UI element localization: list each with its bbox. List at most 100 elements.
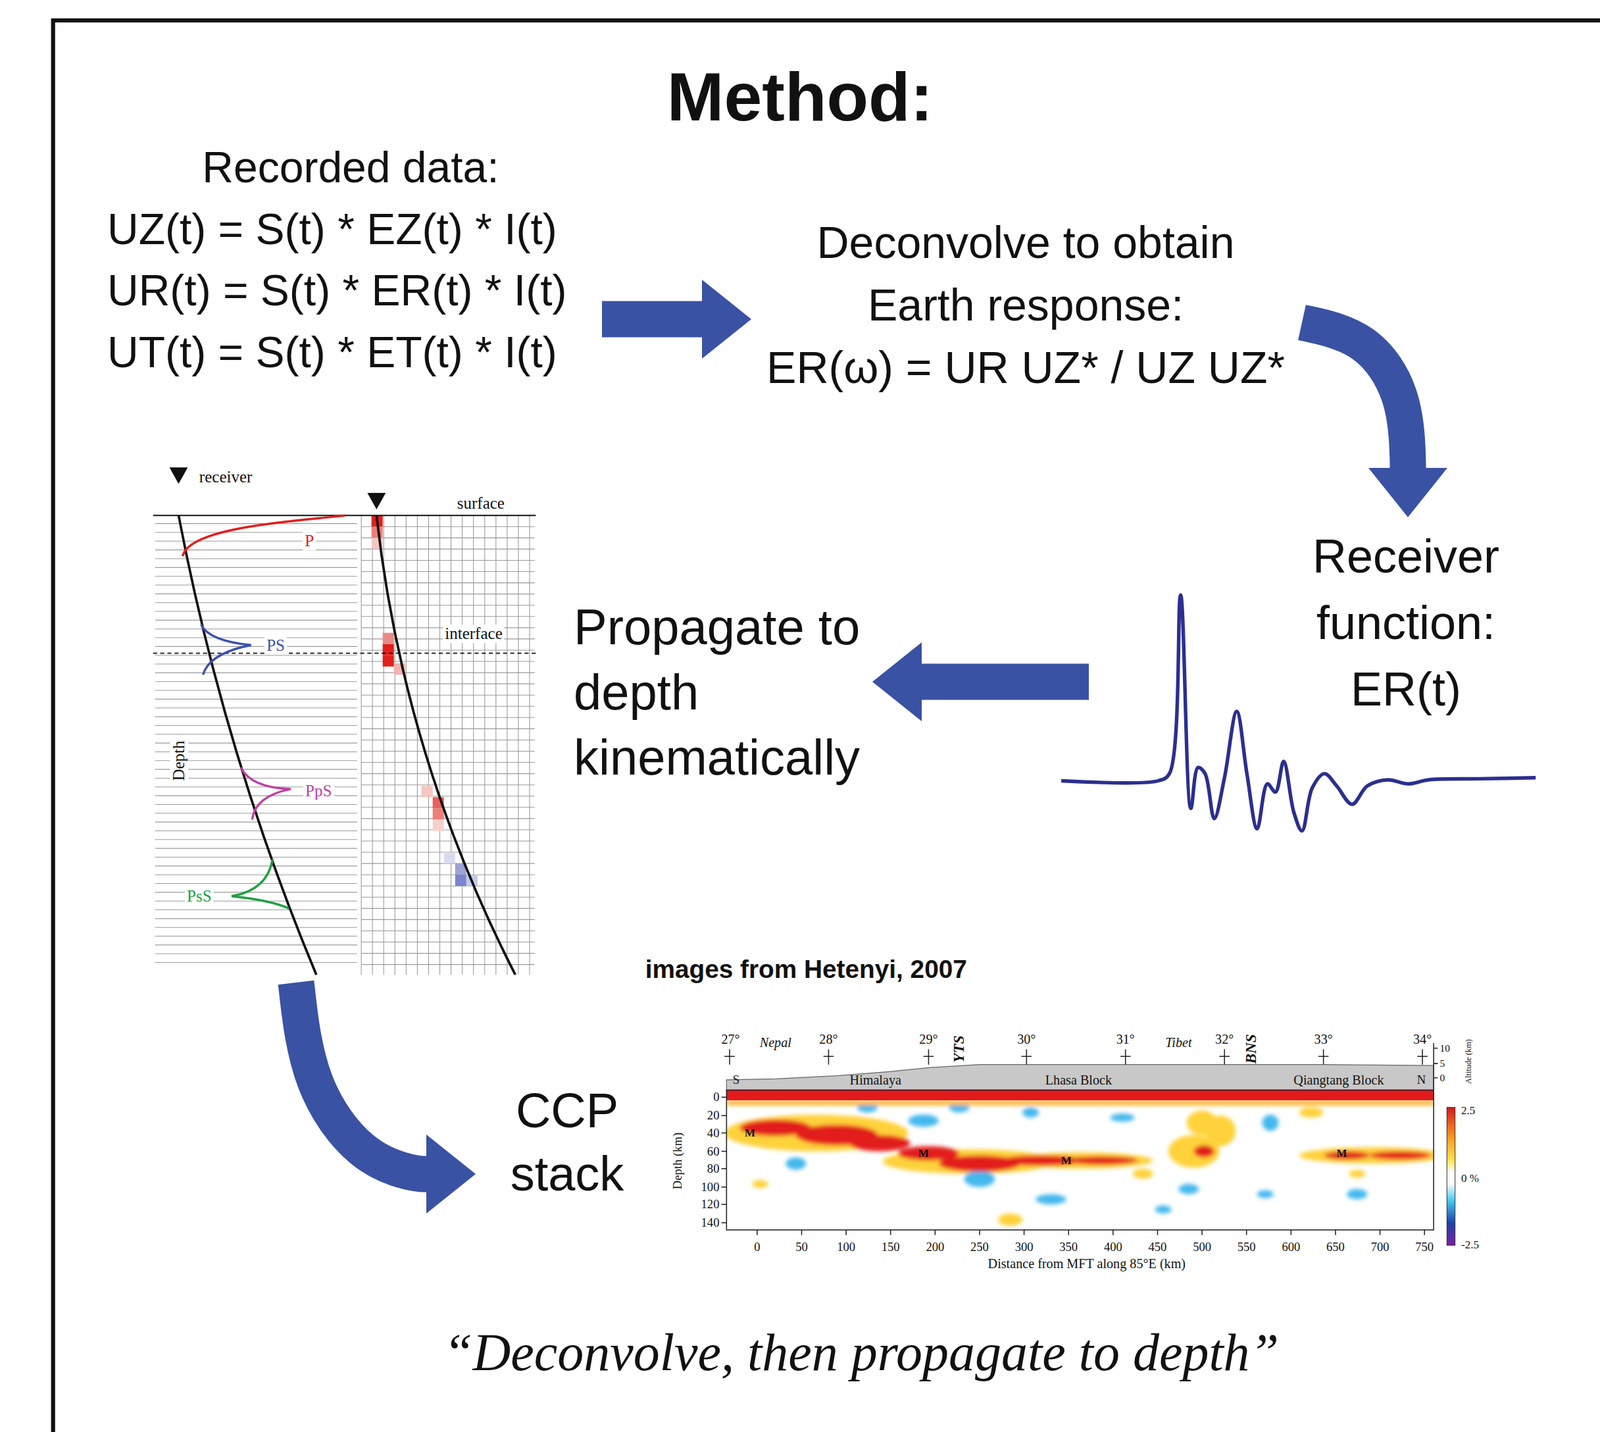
node-text: Depth [169, 738, 189, 783]
grid-line [361, 919, 535, 920]
plot-label: 400 [1103, 1240, 1123, 1254]
negative-blob [1035, 1194, 1067, 1205]
degree-cross [1318, 1048, 1329, 1064]
process-step: CCP stack [481, 1078, 653, 1206]
moho-blob [1066, 1155, 1139, 1164]
axis-tick [756, 1229, 758, 1235]
grid-line [461, 515, 463, 975]
wavelet [201, 624, 252, 675]
positive-blob [998, 1213, 1023, 1226]
grid-line [361, 896, 535, 898]
degree-cross [823, 1048, 835, 1064]
axis-tick [1067, 1229, 1070, 1235]
depth-grid-line [155, 961, 358, 963]
ccp-section [721, 1042, 1491, 1245]
plot-label: 2.5 [1461, 1103, 1475, 1117]
depth-grid-line [155, 830, 358, 831]
plot-label: 31° [1116, 1031, 1135, 1047]
depth-grid-line [155, 944, 358, 945]
wavelet [231, 859, 289, 908]
grid-line [361, 907, 535, 909]
plot-label: 550 [1237, 1240, 1256, 1254]
plot-label: 33° [1314, 1031, 1333, 1047]
near-surface-band [726, 1100, 1434, 1106]
plot-label: 750 [1415, 1240, 1434, 1254]
negative-blob [1155, 1205, 1172, 1214]
grid-line [361, 840, 535, 841]
depth-grid-line [155, 725, 358, 726]
grid-line [361, 930, 535, 931]
grid-line [428, 515, 429, 975]
depth-grid-line [155, 636, 358, 638]
migrated-cell [382, 632, 395, 645]
grid-line [361, 761, 535, 763]
plot-label: 100 [701, 1180, 720, 1194]
plot-label: 100 [836, 1240, 856, 1254]
node-text: PsS [184, 886, 214, 906]
axis-tick [1379, 1229, 1381, 1235]
degree-cross [1219, 1048, 1230, 1064]
depth-grid-line [155, 680, 358, 682]
grid-line [506, 515, 508, 975]
plot-label: -2.5 [1461, 1238, 1479, 1252]
grid-line [361, 952, 535, 954]
grid-line [361, 885, 535, 887]
depth-grid-line [155, 935, 358, 937]
ray-path [178, 515, 316, 975]
plot-label: 27° [721, 1031, 740, 1047]
plot-label: 450 [1148, 1240, 1168, 1254]
plot-label: 20 [707, 1108, 720, 1122]
plot-label: Depth (km) [671, 1131, 685, 1189]
degree-cross [923, 1048, 935, 1064]
node-text: Propagate to depth kinematically [573, 594, 867, 790]
depth-grid-line [155, 917, 358, 919]
plot-label: 500 [1192, 1240, 1212, 1254]
plot-label: 0 [1439, 1071, 1445, 1083]
degree-cross [1417, 1048, 1428, 1064]
axis-tick [721, 1167, 727, 1170]
depth-grid-line [155, 523, 358, 524]
plot-label: S [732, 1073, 740, 1087]
axis-tick [721, 1096, 727, 1099]
grid-line [361, 559, 535, 561]
plot-label: M [918, 1146, 929, 1160]
negative-blob [1257, 1189, 1274, 1198]
grid-line [495, 515, 497, 975]
plot-label: 120 [701, 1197, 720, 1211]
depth-grid-line [155, 690, 358, 691]
grid-line [473, 515, 474, 975]
depth-grid-line [155, 716, 358, 718]
flow-arrow [601, 301, 702, 338]
grid-line [361, 828, 535, 830]
negative-blob [1262, 1114, 1279, 1131]
negative-blob [907, 1114, 939, 1127]
degree-cross [1120, 1048, 1131, 1064]
negative-blob [1346, 1188, 1368, 1200]
depth-grid-line [155, 874, 358, 875]
plot-label: Nepal [759, 1034, 792, 1049]
plot-label: 80 [707, 1161, 720, 1175]
grid-line [394, 515, 396, 975]
plot-label: 300 [1015, 1240, 1034, 1254]
plot-label: 0 [713, 1090, 720, 1104]
plot-label: 0 % [1461, 1172, 1479, 1185]
node-text: UT(t) = S(t) * ET(t) * I(t) [107, 321, 595, 384]
axis-tick [721, 1132, 727, 1134]
depth-grid-line [155, 567, 358, 568]
plot-label: Himalaya [850, 1072, 902, 1087]
migrated-cell [421, 785, 433, 797]
plot-label: Tibet [1165, 1034, 1192, 1049]
grid-line [361, 773, 535, 774]
node-text: Deconvolve to obtain Earth response: [795, 211, 1256, 337]
grid-line [517, 515, 519, 975]
axis-tick [721, 1221, 727, 1224]
grid-line [361, 739, 535, 741]
ccp-amplitudes [726, 1100, 1434, 1226]
node-text: P [302, 532, 316, 551]
plot-label: M [744, 1126, 756, 1139]
near-surface-band [726, 1089, 1434, 1100]
plot-label: 60 [707, 1144, 720, 1158]
altitude-axis [1433, 1042, 1438, 1090]
grid-line [361, 672, 535, 674]
plot-label: 30° [1017, 1031, 1036, 1047]
